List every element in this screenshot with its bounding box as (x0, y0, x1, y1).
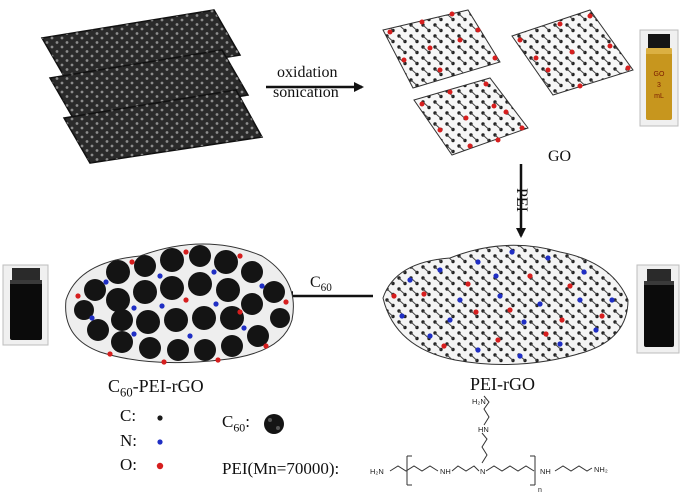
oxygen-atoms (387, 11, 631, 149)
step-pei-label: PEI (513, 188, 530, 212)
legend-carbon-label: C: (120, 406, 137, 425)
go-sheet-3 (413, 77, 529, 156)
c60-pei-rgo-vial (2, 264, 49, 346)
c60-legend-ball (264, 414, 284, 434)
legend-oxygen-label: O: (120, 455, 137, 474)
c60-pei-rgo-label: C60-PEI-rGO (108, 376, 204, 400)
vial-label-2: 3 (657, 82, 661, 89)
step-oxidation-label: oxidation (277, 64, 338, 81)
oxygen-dot (156, 462, 164, 470)
pei-nh2-top: H₂N (472, 397, 486, 406)
pei-n-center: N (480, 467, 485, 476)
legend-pei-label: PEI(Mn=70000): (222, 459, 340, 478)
graphene-layer-2 (48, 49, 250, 124)
vial-label-3: mL (654, 93, 664, 100)
graphene-layer-3 (62, 89, 264, 164)
graphite-stack (40, 9, 264, 164)
pei-rgo-molecule (382, 244, 629, 365)
pei-nh-2: NH (440, 467, 451, 476)
vial-label-1: GO (654, 71, 665, 78)
pei-nh2-right: NH₂ (594, 465, 608, 474)
pei-hn-1: HN (478, 425, 489, 434)
c60-balls (74, 245, 290, 361)
go-sheets (382, 9, 634, 156)
go-sheet-1 (382, 9, 501, 89)
graphene-layer-1 (40, 9, 242, 84)
legend-c60-label: C60: (222, 412, 250, 435)
pei-rgo-label: PEI-rGO (470, 374, 535, 394)
pei-h2n-left: H₂N (370, 467, 384, 476)
legend-nitrogen-label: N: (120, 431, 137, 450)
c60-pei-rgo-molecule (65, 243, 294, 365)
nitrogen-dot (157, 439, 163, 445)
pei-repeat-n: n (538, 487, 542, 494)
carbon-dot (157, 415, 163, 421)
go-label: GO (548, 148, 572, 165)
pei-rgo-vial (636, 264, 680, 354)
pei-nh-3: NH (540, 467, 551, 476)
go-vial: GO 3 mL (639, 29, 679, 127)
step-c60-label: C60 (310, 274, 332, 295)
step-sonication-label: sonication (273, 84, 339, 101)
pei-structure (389, 395, 593, 486)
